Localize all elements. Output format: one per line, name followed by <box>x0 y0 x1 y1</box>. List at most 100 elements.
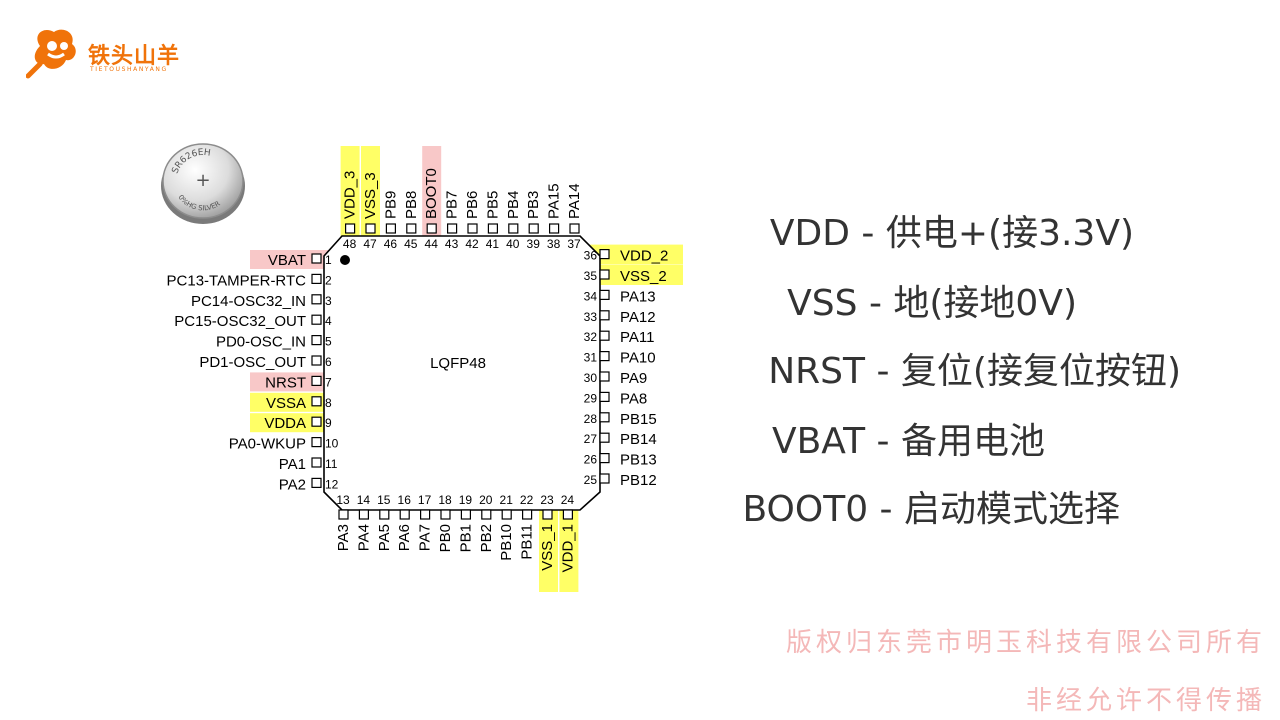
pin-number-24: 24 <box>561 493 575 507</box>
pin-name-15: PA5 <box>376 524 393 551</box>
pin-pad-12 <box>311 477 322 488</box>
pin-number-9: 9 <box>325 416 332 430</box>
pin-number-43: 43 <box>445 237 459 251</box>
pin-name-16: PA6 <box>396 524 413 551</box>
pin-pad-28 <box>599 412 610 423</box>
pin-name-45: PB8 <box>403 191 420 219</box>
pin-number-22: 22 <box>520 493 534 507</box>
pin-number-36: 36 <box>584 249 598 263</box>
pin-name-18: PB0 <box>437 524 454 552</box>
pin-pad-41 <box>487 223 498 234</box>
pin-name-2: PC13-TAMPER-RTC <box>167 272 307 289</box>
pin-name-38: PA15 <box>546 183 563 219</box>
pin-number-23: 23 <box>540 493 554 507</box>
pin-name-35: VSS_2 <box>620 268 667 285</box>
pin-highlight-vdd_3 <box>340 146 360 238</box>
pin-pad-18 <box>440 509 451 520</box>
pin-pad-13 <box>338 509 349 520</box>
pin-number-7: 7 <box>325 375 332 389</box>
pin-name-3: PC14-OSC32_IN <box>191 293 306 310</box>
pin-number-35: 35 <box>584 269 598 283</box>
pin-pad-38 <box>548 223 560 234</box>
pin-pad-2 <box>311 273 322 284</box>
pin-name-14: PA4 <box>355 524 372 551</box>
pin-pad-4 <box>311 314 322 325</box>
pin1-marker-dot <box>340 255 350 265</box>
pin-name-1: VBAT <box>268 252 306 269</box>
pin-name-46: PB9 <box>382 191 399 219</box>
pin-name-22: PB11 <box>519 524 536 560</box>
pin-pad-44 <box>426 223 437 234</box>
pin-pad-37 <box>569 223 580 234</box>
pin-pad-5 <box>311 335 322 346</box>
pin-name-23: VSS_1 <box>539 524 556 571</box>
pin-pad-20 <box>481 509 492 520</box>
pin-number-38: 38 <box>547 237 561 251</box>
pin-number-8: 8 <box>325 396 332 410</box>
pin-name-25: PB12 <box>620 472 657 489</box>
pin-number-21: 21 <box>500 493 514 507</box>
pin-number-27: 27 <box>584 432 598 446</box>
pin-pad-10 <box>311 437 322 448</box>
pin-number-6: 6 <box>325 355 332 369</box>
pin-pad-16 <box>399 509 410 520</box>
pin-name-8: VSSA <box>266 395 306 412</box>
pin-number-20: 20 <box>479 493 493 507</box>
pin-name-13: PA3 <box>335 524 352 551</box>
package-label: LQFP48 <box>430 355 486 372</box>
pin-number-42: 42 <box>465 237 479 251</box>
pin-number-18: 18 <box>438 493 452 507</box>
pin-pad-11 <box>311 457 322 468</box>
pin-name-43: PB7 <box>444 191 461 219</box>
pin-number-28: 28 <box>584 412 598 426</box>
pin-pad-24 <box>562 509 574 520</box>
pin-number-2: 2 <box>325 273 332 287</box>
goat-logo-icon <box>26 29 76 79</box>
pin-number-32: 32 <box>584 330 598 344</box>
pin-pad-7 <box>311 375 322 386</box>
pin-number-10: 10 <box>325 437 339 451</box>
pin-number-15: 15 <box>377 493 391 507</box>
pin-highlight-vdda <box>250 413 330 433</box>
pin-name-47: VSS_3 <box>362 172 379 219</box>
pin-name-39: PB3 <box>525 191 542 219</box>
pin-number-48: 48 <box>343 237 357 251</box>
copyright-line-2: 非经允许不得传播 <box>1025 686 1266 716</box>
pin-number-16: 16 <box>398 493 412 507</box>
brand-name: 铁头山羊 <box>88 44 181 69</box>
pin-number-39: 39 <box>527 237 541 251</box>
pin-pad-45 <box>406 223 417 234</box>
pin-pad-9 <box>311 416 322 427</box>
pin-name-33: PA12 <box>620 309 656 326</box>
pin-number-17: 17 <box>418 493 432 507</box>
pin-name-44: BOOT0 <box>423 168 440 219</box>
pin-number-13: 13 <box>336 493 350 507</box>
pin-number-5: 5 <box>325 335 332 349</box>
pin-pad-43 <box>447 223 458 234</box>
pin-pad-21 <box>501 509 512 520</box>
pin-name-20: PB2 <box>478 524 495 552</box>
pin-number-40: 40 <box>506 237 520 251</box>
pin-pad-22 <box>521 509 533 520</box>
pin-name-32: PA11 <box>620 329 654 346</box>
pin-pad-42 <box>467 223 478 234</box>
pin-pad-39 <box>528 223 539 234</box>
pin-pad-36 <box>599 249 610 260</box>
pin-number-30: 30 <box>584 371 598 385</box>
pin-name-17: PA7 <box>417 524 434 551</box>
chip-body <box>323 235 601 511</box>
pin-name-37: PA14 <box>566 183 583 219</box>
pin-pad-33 <box>599 310 610 321</box>
pin-name-4: PC15-OSC32_OUT <box>174 313 306 330</box>
pin-pad-30 <box>599 371 610 382</box>
pin-number-33: 33 <box>584 310 598 324</box>
pin-number-19: 19 <box>459 493 473 507</box>
pin-pad-32 <box>599 330 610 341</box>
pin-pad-48 <box>345 223 356 234</box>
pin-highlight-vbat <box>250 250 330 269</box>
pin-number-45: 45 <box>404 237 418 251</box>
pin-pad-46 <box>385 223 396 234</box>
pin-number-47: 47 <box>363 237 377 251</box>
pin-name-7: NRST <box>265 374 306 391</box>
